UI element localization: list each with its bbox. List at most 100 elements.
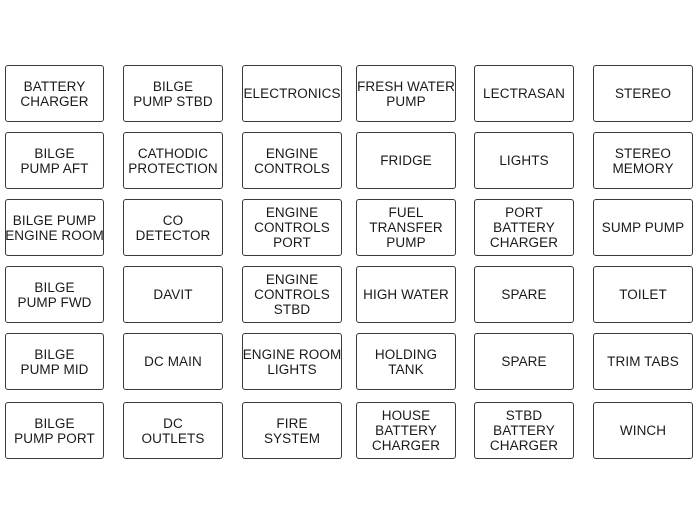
panel-label-line: ENGINE ROOM [242,346,342,362]
panel-label-line: CHARGER [20,93,89,109]
panel-label-text: HIGH WATER [363,287,449,302]
panel-label: LIGHTS [474,132,574,189]
panel-label: SUMP PUMP [593,199,693,256]
panel-label-line: LIGHTS [499,153,549,168]
panel-label-text: SPARE [501,354,546,369]
panel-label-line: STEREO [614,145,672,161]
panel-label: TRIM TABS [593,333,693,390]
panel-label-line: ENGINE ROOM [5,227,104,243]
panel-label-line: TOILET [619,287,667,302]
panel-label: HIGH WATER [356,266,456,323]
panel-label-line: FRIDGE [380,153,432,168]
panel-label: DC MAIN [123,333,223,390]
panel-label-line: PUMP STBD [133,93,213,109]
panel-label-line: CONTROLS [254,220,330,235]
panel-label-line: BILGE [34,279,75,295]
panel-label-line: STEREO [614,86,672,101]
panel-label-text: DC MAIN [144,354,202,369]
panel-label-line: LIGHTS [267,361,317,377]
panel-label-line: BATTERY [375,423,437,438]
panel-label-line: SYSTEM [263,430,321,446]
panel-label-line: BATTERY [23,78,86,94]
panel-label-text: WINCH [620,423,666,438]
panel-label-line: FRESH WATER [357,78,455,94]
panel-label: LECTRASAN [474,65,574,122]
panel-label-line: SPARE [501,354,547,369]
panel-label-line: CHARGER [489,438,559,453]
panel-label-line: BILGE [152,78,194,94]
panel-label-line: MEMORY [612,160,674,176]
panel-label-text: FRIDGE [380,153,432,168]
panel-label-line: HOUSE [381,408,431,423]
panel-label-line: BILGE PUMP [12,212,97,228]
panel-label-text: STEREO [615,86,671,101]
panel-label-line: BATTERY [493,220,555,235]
panel-label-line: PROTECTION [128,160,218,176]
panel-label-line: CO [162,212,184,228]
panel-label-line: PUMP [386,235,426,250]
panel-label-line: SPARE [501,287,547,302]
panel-label-line: PUMP [386,93,426,109]
panel-label-text: ELECTRONICS [243,86,340,101]
panel-label-line: TRIM TABS [607,354,679,369]
panel-label-text: SUMP PUMP [602,220,684,235]
panel-label: TOILET [593,266,693,323]
panel-label-line: DC [163,415,183,431]
panel-label-line: ENGINE [265,145,319,161]
panel-label-line: PORT [505,205,543,220]
panel-label-text: DAVIT [153,287,192,302]
panel-label-text: LECTRASAN [483,86,565,101]
panel-label-line: WINCH [619,423,667,438]
panel-label-line: LECTRASAN [483,86,565,101]
panel-label: SPARE [474,266,574,323]
panel-label-line: CATHODIC [137,145,209,161]
panel-label-line: BATTERY [493,423,555,438]
panel-label-line: STBD [273,302,311,317]
panel-label-line: BILGE [34,346,75,362]
panel-label-line: CONTROLS [254,287,330,302]
panel-label-text: SPARE [501,287,546,302]
panel-label-text: LIGHTS [499,153,548,168]
panel-label-line: PORT [273,235,311,250]
panel-label: STEREO [593,65,693,122]
panel-label-text: TRIM TABS [607,354,679,369]
panel-label: ELECTRONICS [242,65,342,122]
panel-label: WINCH [593,402,693,459]
panel-label-line: CHARGER [489,235,559,250]
